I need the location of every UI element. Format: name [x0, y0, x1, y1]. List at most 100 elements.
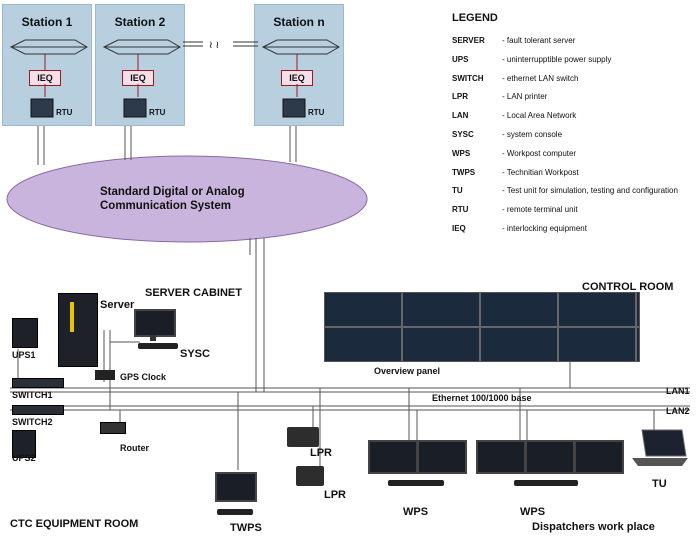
- legend-key: SWITCH: [452, 73, 484, 83]
- ctc-equipment-room-title: CTC EQUIPMENT ROOM: [10, 518, 139, 530]
- wps1-monitor-left: [368, 440, 418, 474]
- ups2-label: UPS2: [12, 453, 36, 463]
- legend-value: - ethernet LAN switch: [502, 73, 579, 83]
- communication-line-1: Standard Digital or Analog: [100, 186, 245, 198]
- legend-row: LAN - Local Area Network: [452, 111, 678, 130]
- legend-value: - fault tolerant server: [502, 36, 576, 45]
- control-room-title: CONTROL ROOM: [582, 281, 674, 293]
- legend-key: LPR: [452, 92, 468, 102]
- svg-text:≀ ≀: ≀ ≀: [209, 40, 219, 50]
- tu-laptop-icon: [632, 429, 688, 466]
- track-continuation-icon: ≀ ≀: [183, 38, 258, 50]
- communication-system-ellipse: [6, 155, 368, 243]
- lpr2-printer: [296, 466, 324, 486]
- legend-row: TU - Test unit for simulation, testing an…: [452, 186, 678, 205]
- legend-value: - Test unit for simulation, testing and …: [502, 186, 678, 196]
- communication-line-2: Communication System: [100, 200, 231, 212]
- legend-value: - system console: [502, 129, 563, 139]
- legend: LEGEND SERVER - fault tolerant server UPS…: [452, 12, 678, 243]
- wps1-monitor-right: [417, 440, 467, 474]
- legend-key: RTU: [452, 205, 469, 215]
- legend-title: LEGEND: [452, 12, 498, 24]
- overview-panel-divider: [325, 326, 639, 328]
- rtu-label: RTU: [308, 108, 325, 117]
- legend-value: - Technitian Workpost: [502, 167, 579, 177]
- station-title: Station 1: [21, 15, 73, 29]
- rtu-label: RTU: [149, 108, 166, 117]
- legend-row: TWPS - Technitian Workpost: [452, 168, 678, 187]
- tu-label: TU: [652, 478, 667, 490]
- sysc-keyboard: [138, 343, 178, 349]
- legend-key: SERVER: [452, 36, 485, 45]
- legend-key: TWPS: [452, 167, 476, 177]
- legend-value: - uninterrupptible power supply: [502, 54, 612, 64]
- station-2: Station 2 IEQ RTU: [95, 4, 185, 126]
- twps-monitor: [215, 472, 257, 502]
- legend-value: - Workpost computer: [502, 148, 577, 158]
- sysc-label: SYSC: [180, 348, 210, 360]
- gps-clock-device: [95, 370, 115, 380]
- overview-panel: [324, 292, 640, 362]
- station-title: Station 2: [114, 15, 166, 29]
- legend-value: - Local Area Network: [502, 111, 577, 121]
- wps2-monitor-left: [476, 440, 526, 474]
- server-label: Server: [100, 299, 135, 311]
- legend-row: SERVER - fault tolerant server: [452, 36, 678, 55]
- twps-label: TWPS: [230, 522, 262, 534]
- twps-keyboard: [217, 509, 253, 515]
- legend-row: SYSC - system console: [452, 130, 678, 149]
- lpr1-printer: [287, 427, 319, 447]
- sysc-monitor: [134, 309, 176, 337]
- lan2-label: LAN2: [666, 406, 690, 416]
- lpr2-label: LPR: [324, 489, 346, 501]
- dispatchers-label: Dispatchers work place: [532, 521, 655, 533]
- sysc-stand: [150, 335, 156, 341]
- rail-track-icon: [261, 39, 340, 118]
- rail-track-icon: [9, 39, 88, 118]
- gps-clock-label: GPS Clock: [120, 372, 167, 382]
- ups1-label: UPS1: [12, 350, 36, 360]
- wps1-keyboard: [388, 480, 444, 486]
- legend-value: - LAN printer: [502, 92, 548, 102]
- legend-value: - remote terminal unit: [502, 205, 578, 215]
- legend-row: IEQ - interlocking equipment: [452, 224, 678, 243]
- station-1: Station 1 IEQ RTU: [2, 4, 92, 126]
- legend-row: LPR - LAN printer: [452, 92, 678, 111]
- legend-row: RTU - remote terminal unit: [452, 205, 678, 224]
- station-n: Station n IEQ RTU: [254, 4, 344, 126]
- switch2-device: [12, 405, 64, 415]
- rail-track-icon: [102, 39, 181, 118]
- legend-value: - interlocking equipment: [502, 223, 587, 233]
- switch1-device: [12, 378, 64, 388]
- legend-row: WPS - Workpost computer: [452, 149, 678, 168]
- lan1-label: LAN1: [666, 386, 690, 396]
- station-title: Station n: [273, 15, 325, 29]
- wps2-monitor-right: [574, 440, 624, 474]
- switch2-label: SWITCH2: [12, 417, 53, 427]
- legend-key: SYSC: [452, 129, 474, 139]
- server-cabinet-title: SERVER CABINET: [145, 287, 242, 299]
- ups1-unit: [12, 318, 38, 348]
- rtu-label: RTU: [56, 108, 73, 117]
- wps2-keyboard: [514, 480, 578, 486]
- legend-key: WPS: [452, 148, 471, 158]
- legend-key: TU: [452, 186, 463, 196]
- ethernet-label: Ethernet 100/1000 base: [432, 393, 532, 403]
- server-rack: [58, 293, 98, 367]
- wps2-monitor-mid: [525, 440, 575, 474]
- overview-panel-label: Overview panel: [374, 366, 441, 376]
- legend-key: UPS: [452, 54, 469, 64]
- lpr1-label: LPR: [310, 447, 332, 459]
- communication-system-label: Standard Digital or Analog Communication…: [100, 185, 300, 213]
- server-key-icon: [70, 302, 74, 332]
- router-device: [100, 422, 126, 434]
- wps1-label: WPS: [403, 506, 429, 518]
- ups2-unit: [12, 430, 36, 458]
- legend-key: LAN: [452, 111, 469, 121]
- legend-row: UPS - uninterrupptible power supply: [452, 55, 678, 74]
- wps2-label: WPS: [520, 506, 546, 518]
- legend-key: IEQ: [452, 223, 466, 233]
- router-label: Router: [120, 443, 149, 453]
- switch1-label: SWITCH1: [12, 390, 53, 400]
